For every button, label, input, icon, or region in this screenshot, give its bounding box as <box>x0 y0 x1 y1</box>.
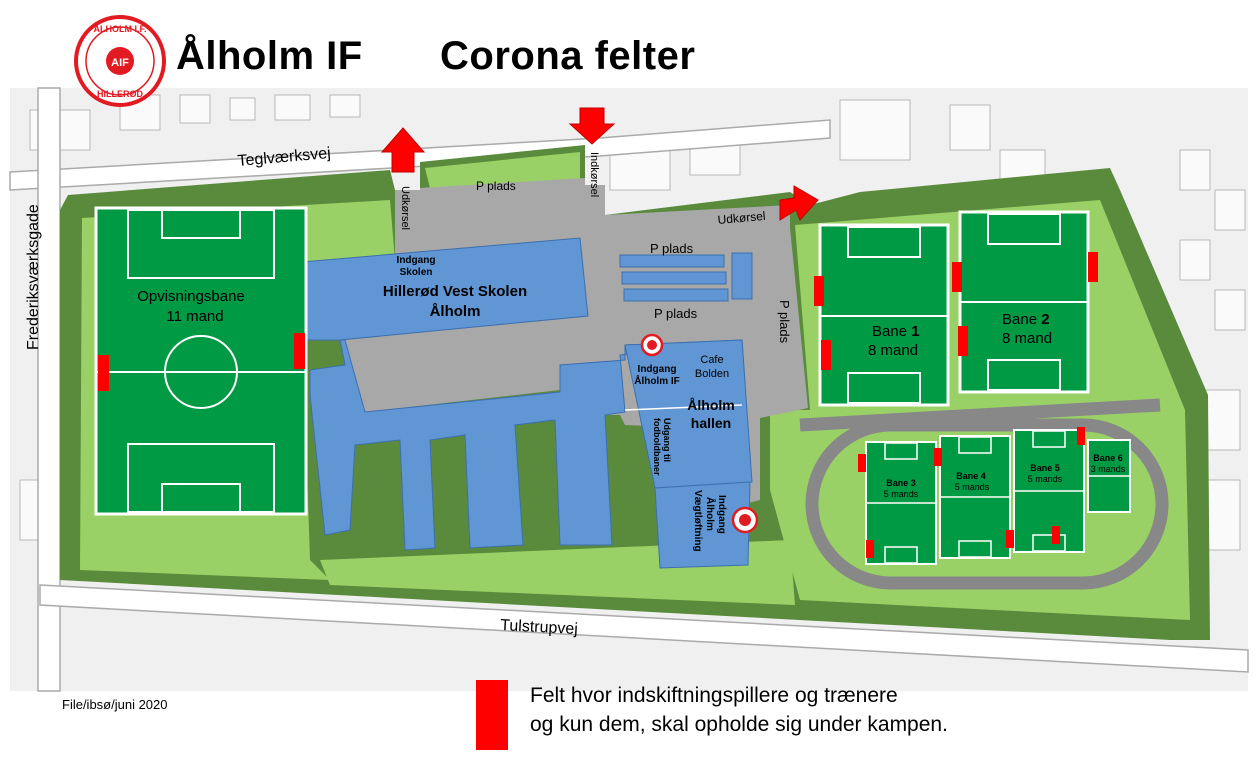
school-label: Hillerød Vest Skolen <box>383 283 527 300</box>
grass-north <box>425 152 580 188</box>
club-logo-marker <box>640 333 664 357</box>
logo-top-text: ÅLHOLM I.F. <box>94 24 147 34</box>
club-title: Ålholm IF <box>176 34 363 78</box>
pitch-bane-3 <box>865 441 937 565</box>
exit-label-east: Udkørsel <box>717 209 766 227</box>
club-entrance-label: Indgang <box>638 364 677 375</box>
football-exit-label: Udgang til <box>662 418 672 462</box>
pitch-bane-1 <box>818 223 950 407</box>
gym-entrance-label: Indgang <box>716 495 727 534</box>
school-entrance-label: Indgang <box>397 255 436 266</box>
cafe-label: Cafe <box>700 354 723 366</box>
pitch-bane-5 <box>1013 429 1085 553</box>
bane-6-label: Bane 6 <box>1093 453 1123 463</box>
warmup-pitch-size: 11 mand <box>166 308 223 325</box>
cafe-label-2: Bolden <box>695 368 729 380</box>
bane-1-label: Bane 1 <box>872 323 920 340</box>
street-label-south: Tulstrupvej <box>500 617 578 638</box>
bane-5-label: Bane 5 <box>1030 463 1060 473</box>
substitute-zones-bane-1-2 <box>814 252 1098 370</box>
bane-1-size: 8 mand <box>868 342 918 359</box>
legend-swatch <box>476 680 508 750</box>
bane-4-label: Bane 4 <box>956 471 986 481</box>
bane-4-size: 5 mands <box>955 482 990 492</box>
road-teglvaerksvej <box>9 119 831 191</box>
legend-line-1: Felt hvor indskiftningspillere og træner… <box>530 684 898 707</box>
parking-label-north: P plads <box>476 179 516 193</box>
pitch-bane-2 <box>958 210 1090 394</box>
page-title: Corona felter <box>440 34 696 78</box>
gym-entrance-label-2: Ålholm <box>704 497 717 531</box>
road-frederiksvaerksgade <box>37 87 61 692</box>
track-straight <box>799 398 1161 432</box>
entry-arrow <box>568 107 616 145</box>
school-label-2: Ålholm <box>430 303 481 320</box>
parking-label-east: P plads <box>777 300 792 344</box>
football-exit-label-2: fodboldbaner <box>652 418 662 476</box>
hall-building <box>624 339 753 489</box>
bane-2-label: Bane 2 <box>1002 311 1050 328</box>
school-entrance-label-2: Skolen <box>400 267 433 278</box>
logo-bottom-text: HILLERØD <box>97 89 143 99</box>
substitute-zone <box>98 355 109 391</box>
running-track <box>805 418 1169 590</box>
bane-3-label: Bane 3 <box>886 478 916 488</box>
club-logo-marker <box>731 506 759 534</box>
logo-center-text: AIF <box>111 57 129 69</box>
substitute-zone <box>294 333 305 369</box>
club-entrance-label-2: Ålholm IF <box>634 374 680 387</box>
warmup-pitch-label: Opvisningsbane <box>137 288 245 305</box>
gym-building <box>654 481 751 569</box>
school-building <box>301 237 746 551</box>
pitch-bane-6 <box>1087 439 1131 513</box>
parking-label-center-top: P plads <box>650 241 694 256</box>
entry-label: Indkørsel <box>588 152 600 197</box>
street-label-west: Frederiksværksgade <box>25 204 42 350</box>
parking-label-center-bottom: P plads <box>654 306 698 321</box>
hall-divider <box>624 404 743 411</box>
bane-6-size: 3 mands <box>1091 464 1126 474</box>
club-logo: AIF ÅLHOLM I.F. HILLERØD <box>74 15 166 107</box>
pitch-warmup <box>94 206 308 516</box>
bane-5-size: 5 mands <box>1028 474 1063 484</box>
parking-bays <box>619 252 753 302</box>
substitute-zones-small <box>858 427 1085 558</box>
pitch-bane-4 <box>939 435 1011 559</box>
legend: Felt hvor indskiftningspillere og træner… <box>530 681 948 739</box>
bane-2-size: 8 mand <box>1002 330 1052 347</box>
bane-3-size: 5 mands <box>884 489 919 499</box>
exit-label-west: Udkørsel <box>399 186 411 230</box>
exit-arrow-west <box>380 127 426 173</box>
exit-arrow-east <box>779 185 819 221</box>
file-credit: File/ibsø/juni 2020 <box>62 697 168 712</box>
road-tulstrupvej <box>39 584 1249 673</box>
gym-entrance-label-3: Vægtløftning <box>692 490 703 552</box>
hall-label-2: hallen <box>691 415 731 431</box>
hall-label: Ålholm <box>687 397 734 413</box>
legend-line-2: og kun dem, skal opholde sig under kampe… <box>530 713 948 736</box>
